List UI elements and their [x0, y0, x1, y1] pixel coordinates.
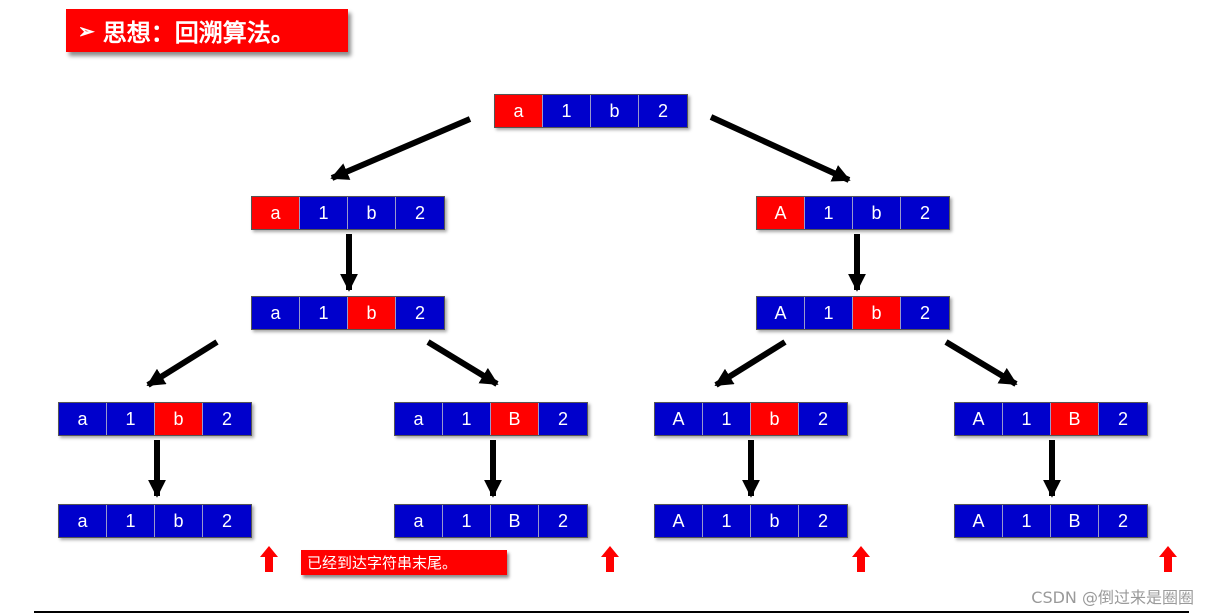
- row-l1-right: A 1 b 2: [756, 196, 950, 230]
- row-cell: A: [955, 403, 1003, 435]
- row-l3-2: a 1 B 2: [394, 402, 588, 436]
- row-l3-4: A 1 B 2: [954, 402, 1148, 436]
- row-cell: 2: [203, 403, 251, 435]
- row-cell: 1: [300, 197, 348, 229]
- row-cell: a: [395, 403, 443, 435]
- row-l3-1: a 1 b 2: [58, 402, 252, 436]
- row-cell: a: [59, 403, 107, 435]
- row-cell: 1: [543, 95, 591, 127]
- row-cell: b: [155, 403, 203, 435]
- row-cell: 2: [539, 505, 587, 537]
- row-cell: b: [591, 95, 639, 127]
- edge-l2-right-2: [944, 339, 1018, 387]
- row-cell: a: [59, 505, 107, 537]
- row-cell: 2: [799, 403, 847, 435]
- title-banner: ➢ 思想：回溯算法。: [66, 9, 348, 52]
- edge-root-left: [330, 116, 472, 181]
- row-cell: 1: [703, 403, 751, 435]
- up-arrow-icon: [1159, 546, 1177, 572]
- up-arrow-icon: [260, 546, 278, 572]
- row-cell: 2: [901, 197, 949, 229]
- row-cell: b: [853, 197, 901, 229]
- row-l2-right: A 1 b 2: [756, 296, 950, 330]
- end-of-string-note: 已经到达字符串末尾。: [301, 550, 507, 575]
- row-l4-3: A 1 b 2: [654, 504, 848, 538]
- row-cell: 1: [107, 403, 155, 435]
- row-cell: a: [252, 197, 300, 229]
- title-text: 思想：回溯算法。: [102, 18, 295, 47]
- row-cell: 2: [1099, 403, 1147, 435]
- edge-l2-left-1: [146, 339, 219, 388]
- row-cell: 2: [396, 297, 444, 329]
- row-l4-2: a 1 B 2: [394, 504, 588, 538]
- row-cell: a: [495, 95, 543, 127]
- row-cell: 1: [443, 403, 491, 435]
- bottom-divider: [34, 611, 1189, 613]
- row-cell: A: [757, 197, 805, 229]
- row-cell: 2: [799, 505, 847, 537]
- row-root: a 1 b 2: [494, 94, 688, 128]
- row-cell: 1: [443, 505, 491, 537]
- row-cell: b: [751, 403, 799, 435]
- row-cell: a: [252, 297, 300, 329]
- row-cell: b: [155, 505, 203, 537]
- row-l3-3: A 1 b 2: [654, 402, 848, 436]
- row-cell: A: [757, 297, 805, 329]
- row-l4-1: a 1 b 2: [58, 504, 252, 538]
- row-cell: b: [348, 297, 396, 329]
- row-cell: 2: [1099, 505, 1147, 537]
- edge-l2-left-2: [426, 339, 499, 387]
- row-cell: a: [395, 505, 443, 537]
- row-cell: 1: [300, 297, 348, 329]
- row-cell: A: [655, 505, 703, 537]
- row-l2-left: a 1 b 2: [251, 296, 445, 330]
- row-l4-4: A 1 B 2: [954, 504, 1148, 538]
- row-cell: 2: [539, 403, 587, 435]
- row-cell: A: [955, 505, 1003, 537]
- row-cell: 1: [805, 297, 853, 329]
- row-cell: 2: [396, 197, 444, 229]
- row-cell: B: [491, 505, 539, 537]
- row-cell: 2: [639, 95, 687, 127]
- arrow-bullet-icon: ➢: [78, 18, 95, 43]
- edge-root-right: [709, 114, 851, 183]
- row-cell: B: [1051, 403, 1099, 435]
- row-cell: 1: [703, 505, 751, 537]
- row-cell: A: [655, 403, 703, 435]
- up-arrow-icon: [601, 546, 619, 572]
- row-cell: b: [853, 297, 901, 329]
- row-l1-left: a 1 b 2: [251, 196, 445, 230]
- row-cell: 1: [107, 505, 155, 537]
- row-cell: b: [348, 197, 396, 229]
- row-cell: 2: [203, 505, 251, 537]
- row-cell: 2: [901, 297, 949, 329]
- row-cell: 1: [805, 197, 853, 229]
- row-cell: B: [491, 403, 539, 435]
- up-arrow-icon: [852, 546, 870, 572]
- watermark: CSDN @倒过来是圈圈: [1031, 588, 1194, 607]
- row-cell: 1: [1003, 505, 1051, 537]
- edge-l2-right-1: [714, 339, 787, 388]
- row-cell: 1: [1003, 403, 1051, 435]
- row-cell: B: [1051, 505, 1099, 537]
- row-cell: b: [751, 505, 799, 537]
